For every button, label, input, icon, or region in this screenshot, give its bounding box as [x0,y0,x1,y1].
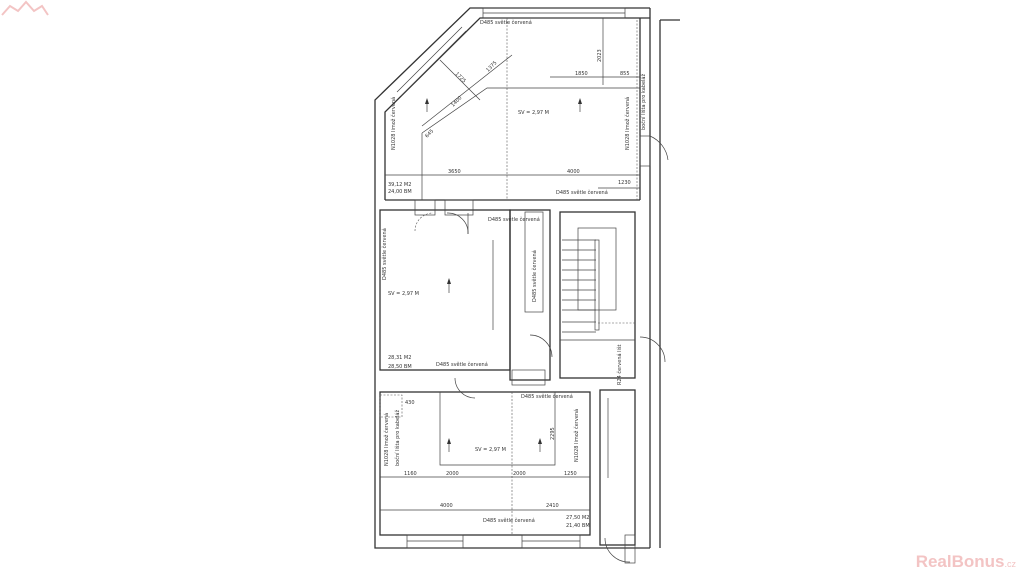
finish-label: D485 světle červená [488,216,540,223]
ceiling-height: SV = 2,97 M [518,110,549,116]
room-middle [379,199,553,386]
watermark-logo: RealBonus.cz [916,552,1016,572]
finish-label: D485 světle červená [521,393,573,400]
watermark-brand: RealBonus [915,552,1005,571]
room-area: 28,31 M2 [388,355,411,361]
dim: 4000 [440,503,453,509]
dim: 1725 [454,71,467,84]
outer-walls [374,7,680,549]
dim: 3650 [448,169,461,175]
dim: 645 [424,128,435,139]
cable-label: boční lišta pro kabeláž [394,410,401,466]
room-bottom [379,377,591,549]
room-perimeter: 28,50 BM [388,364,412,370]
finish-label: D485 světle červená [531,250,538,302]
dim: 1230 [618,180,631,186]
room-area: 27,50 M2 [566,515,589,521]
finish-label: D485 světle červená [556,189,608,196]
finish-label: N1028 limož červená [573,409,580,462]
dim: 2000 [513,471,526,477]
watermark-tld: .cz [1004,559,1016,569]
room-perimeter: 24,00 BM [388,189,412,195]
logo-roof-icon [1,0,49,16]
windows-top [396,7,626,97]
ceiling-height: SV = 2,97 M [388,291,419,297]
dim: 1375 [485,60,498,73]
dim: 2000 [446,471,459,477]
dim: 855 [620,71,630,77]
dim: 4000 [567,169,580,175]
room-top [385,18,640,201]
room-perimeter: 21,40 BM [566,523,590,529]
dim: 1400 [450,95,463,108]
dim: 2295 [550,427,556,440]
cable-label: boční lišta pro kabeláž [640,74,647,130]
staircase [559,211,666,564]
door-top-right [639,135,669,167]
finish-label: D485 světle červená [381,228,388,280]
dim: 430 [405,400,415,406]
dim: 1250 [564,471,577,477]
dim: 1850 [575,71,588,77]
finish-label: N1028 limož červená [624,97,631,150]
finish-label: D485 světle červená [480,19,532,26]
finish-label: D485 světle červená [436,361,488,368]
labels: D485 světle červená N1028 limož červená … [381,19,647,529]
finish-label: N1028 limož červená [390,97,397,150]
room-area: 39,12 M2 [388,182,411,188]
finish-label: D485 světle červená [483,517,535,524]
dim: 2023 [597,49,603,62]
ceiling-height: SV = 2,97 M [475,447,506,453]
dim: 1160 [404,471,417,477]
dim: 2410 [546,503,559,509]
stair-rail-label: R24 červená lišt [616,344,623,385]
stair-treads [562,239,596,333]
finish-label: N1028 limož červená [383,413,390,466]
